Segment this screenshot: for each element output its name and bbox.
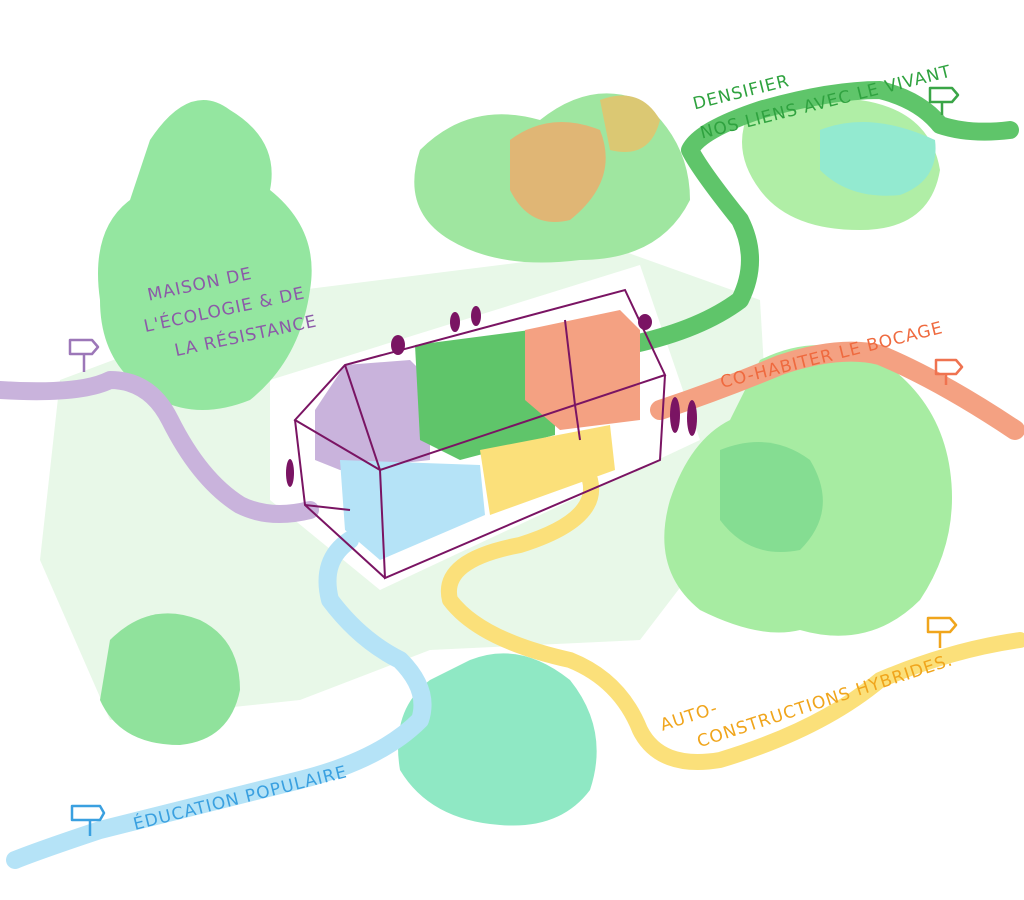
label-education: ÉDUCATION POPULAIRE bbox=[131, 760, 350, 835]
signpost-icon-yellow bbox=[926, 616, 958, 648]
house-block-purple bbox=[315, 360, 430, 470]
house-block-yellow bbox=[480, 425, 615, 515]
path-purple bbox=[0, 371, 319, 523]
path-yellow bbox=[440, 472, 1024, 770]
house-block-blue bbox=[340, 460, 485, 560]
people-figures bbox=[286, 306, 697, 487]
signpost-icon-blue bbox=[70, 804, 106, 836]
path-green bbox=[621, 81, 1019, 354]
forest-left bbox=[98, 100, 312, 410]
path-blue bbox=[6, 531, 432, 869]
label-auto: AUTO- CONSTRUCTIONS HYBRIDES. bbox=[658, 650, 956, 752]
signpost-icon-purple bbox=[68, 338, 100, 372]
signpost-icon-green bbox=[928, 86, 960, 115]
house-block-green bbox=[415, 330, 555, 460]
house bbox=[286, 288, 697, 580]
forest-bottom-left bbox=[100, 613, 240, 745]
forest-right bbox=[664, 345, 952, 636]
forest-top bbox=[414, 93, 690, 263]
path-orange bbox=[650, 341, 1024, 440]
signpost-icon-orange bbox=[934, 358, 964, 385]
label-auto-line2: CONSTRUCTIONS HYBRIDES. bbox=[695, 650, 956, 752]
forest-top-right bbox=[742, 92, 940, 230]
pond bbox=[398, 653, 597, 826]
house-block-orange bbox=[525, 310, 640, 430]
